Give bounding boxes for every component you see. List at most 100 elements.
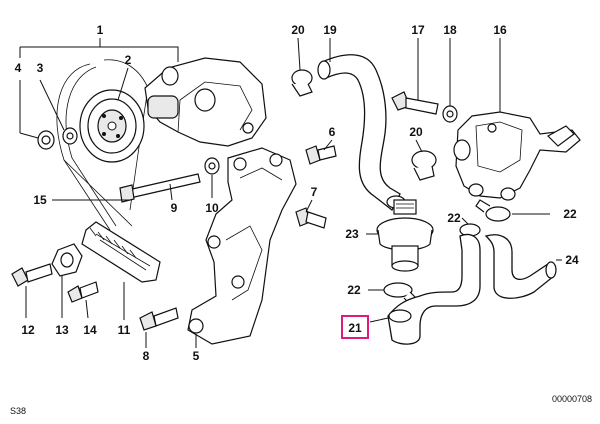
callout-13: 13 (55, 323, 69, 337)
leader-20a (297, 37, 301, 71)
bolt-17-shank (405, 97, 439, 115)
label-1-bracket (19, 38, 179, 62)
callout-24: 24 (565, 253, 579, 267)
bolt-17 (391, 38, 439, 115)
bolt-6-shank (317, 145, 337, 161)
tensioner-plate (81, 221, 161, 283)
washer-18-hole (446, 110, 454, 118)
bracket-hole (269, 153, 283, 167)
bolt-14-shank (79, 281, 99, 299)
housing-outlet (468, 183, 484, 197)
power-steering-pump-group (19, 38, 267, 231)
hose-24-end (545, 261, 557, 279)
nut-4-hole (41, 135, 51, 145)
diagram-code-right: 00000708 (552, 394, 592, 404)
tensioner-slots (95, 233, 151, 271)
pulley-bolt (102, 132, 106, 136)
leader-21 (369, 317, 389, 323)
leader-3 (39, 79, 65, 131)
drive-belt-inner (65, 66, 117, 227)
housing-port (453, 139, 471, 161)
bolt-9-shank (127, 173, 201, 199)
hose-21-end (369, 309, 412, 323)
bolt-9 (119, 173, 201, 203)
callout-21: 21 (348, 321, 362, 335)
bolt-6-head (305, 145, 321, 165)
pump-body-detail (177, 81, 253, 133)
callout-22-right: 22 (563, 207, 577, 221)
pump-boss-small (242, 122, 254, 134)
pulley-bolt (116, 134, 120, 138)
diagram-code-left: S38 (10, 406, 26, 416)
hose-19-end (317, 60, 331, 80)
bolt-8-head (139, 311, 157, 331)
callout-18: 18 (443, 23, 457, 37)
bolt-8-shank (153, 307, 179, 327)
callout-7: 7 (311, 185, 318, 199)
leader-9 (169, 183, 173, 201)
callout-10: 10 (205, 201, 219, 215)
valve-housing-16 (453, 38, 581, 201)
clamp-22-right (475, 199, 550, 222)
callout-8: 8 (143, 349, 150, 363)
leader-6 (323, 139, 333, 151)
callout-6: 6 (329, 125, 336, 139)
hose-19-body (321, 54, 401, 211)
callout-19: 19 (323, 23, 337, 37)
clamp-22-mid (459, 217, 481, 237)
valve-23-thread (393, 199, 417, 215)
bolt-8 (139, 307, 179, 348)
bracket-hole (188, 318, 204, 334)
clamp-20-ring (291, 69, 313, 87)
tensioner-11 (81, 221, 161, 320)
nut-13 (51, 243, 83, 318)
callout-14: 14 (83, 323, 97, 337)
callout-23: 23 (345, 227, 359, 241)
bolt-12 (11, 263, 53, 318)
callout-12: 12 (21, 323, 35, 337)
callout-17: 17 (411, 23, 425, 37)
callout-20-upper: 20 (291, 23, 305, 37)
callout-5: 5 (193, 349, 200, 363)
belt-15-line (63, 159, 133, 227)
valve-23-thread-lines (396, 203, 414, 209)
bolt-7-shank (305, 211, 327, 229)
leader-20b (415, 139, 423, 153)
clamp-20-tab (291, 83, 313, 97)
leader-7 (305, 199, 313, 213)
callout-21-highlight-box (341, 315, 369, 339)
bracket-hole (233, 157, 247, 171)
bolt-12-head (11, 267, 29, 287)
pump-boss (194, 88, 216, 112)
hose-21-ring (388, 309, 412, 323)
tensioner-teeth (89, 227, 137, 259)
callout-16: 16 (493, 23, 507, 37)
callout-11: 11 (118, 323, 131, 337)
clamp-22-tab (475, 199, 491, 213)
nut-13-hole (60, 252, 74, 268)
bolt-9-head (119, 184, 135, 203)
valve-23 (366, 199, 434, 272)
callout-15: 15 (33, 193, 47, 207)
callout-22-mid: 22 (447, 211, 461, 225)
clamp-20-tab (413, 165, 435, 181)
mounting-bracket-5 (187, 147, 297, 348)
clamp-20-upper (291, 37, 313, 97)
bolt-12-shank (25, 263, 53, 283)
bolt-6 (305, 139, 337, 165)
hose-24-branch (484, 234, 555, 299)
housing-detail (475, 121, 523, 173)
pump-port (161, 66, 179, 86)
housing-bolt-hole (487, 123, 497, 133)
hose-19 (317, 38, 406, 211)
washer-18 (442, 38, 458, 123)
leader-2 (117, 67, 129, 101)
leader-14 (85, 299, 89, 319)
leader-4b (19, 132, 39, 139)
callout-9: 9 (171, 201, 178, 215)
pulley-bolt (102, 114, 106, 118)
bracket-body (187, 147, 297, 345)
valve-23-outlet (391, 260, 419, 272)
bolt-7 (295, 199, 327, 229)
